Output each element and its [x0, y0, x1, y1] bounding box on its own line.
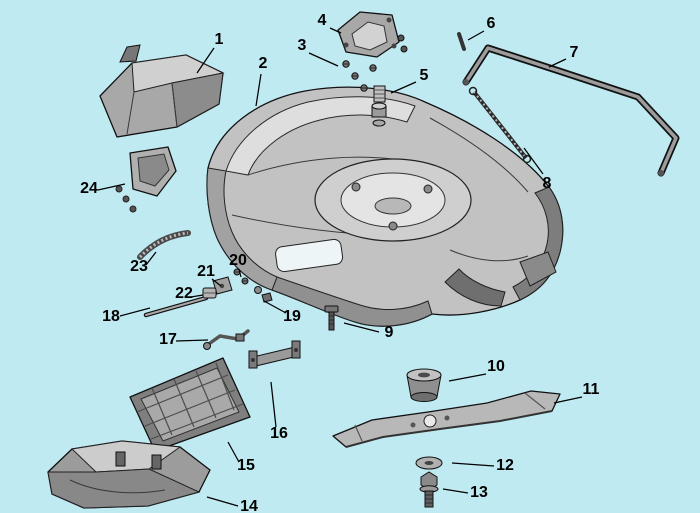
callout-label-7: 7	[570, 44, 579, 61]
leader-line-6	[467, 30, 485, 41]
part-12-washer	[415, 456, 443, 470]
part-24-side-bracket	[115, 146, 177, 213]
leader-line-23	[145, 251, 157, 266]
part-1-discharge-cover	[99, 44, 225, 138]
part-7-handle-rod	[462, 44, 680, 177]
deck-vent-opening	[275, 238, 344, 273]
callout-label-15: 15	[237, 457, 255, 474]
callout-label-4: 4	[318, 12, 327, 29]
part-2-deck-housing	[206, 86, 564, 327]
callout-label-23: 23	[130, 258, 148, 275]
callout-label-14: 14	[240, 498, 258, 513]
callout-label-13: 13	[470, 484, 488, 501]
callout-labels: 1 2 3 4 5 6 7 8 9 10 11 12 13 14 15 16 1…	[80, 12, 599, 513]
callout-label-19: 19	[283, 308, 301, 325]
leader-line-10	[448, 373, 487, 382]
leader-line-14	[206, 496, 239, 507]
leader-line-22	[190, 294, 204, 298]
callout-label-12: 12	[496, 457, 514, 474]
part-20-screws	[233, 268, 249, 285]
callout-label-18: 18	[102, 308, 120, 325]
part-16-bracket-bar	[248, 340, 301, 369]
leader-lines	[97, 27, 583, 507]
callout-label-16: 16	[270, 425, 288, 442]
part-9-bolt	[324, 305, 339, 331]
leader-line-4	[329, 27, 342, 34]
leader-line-1	[196, 47, 215, 74]
leader-line-2	[255, 73, 262, 107]
leader-line-20	[238, 268, 242, 278]
callout-label-9: 9	[385, 324, 394, 341]
leader-line-24	[97, 183, 126, 191]
leader-line-12	[451, 462, 495, 467]
part-22-spacer-block	[202, 287, 217, 299]
leader-line-9	[343, 322, 380, 333]
leader-line-17	[175, 339, 209, 342]
callout-label-3: 3	[298, 37, 307, 54]
part-19-clip	[254, 286, 273, 303]
part-23-toothed-rack	[137, 230, 191, 260]
callout-label-21: 21	[197, 263, 215, 280]
part-17-lever	[203, 329, 250, 350]
callout-label-22: 22	[175, 285, 193, 302]
callout-label-24: 24	[80, 180, 98, 197]
callout-label-5: 5	[420, 67, 429, 84]
callout-label-2: 2	[259, 55, 268, 72]
part-3-screws	[342, 60, 377, 92]
part-15-baffle-plate	[129, 357, 251, 452]
leader-line-19	[263, 300, 287, 314]
leader-line-3	[308, 52, 339, 67]
callout-label-10: 10	[487, 358, 505, 375]
part-8-spring	[468, 86, 532, 164]
part-18-rod	[143, 295, 209, 318]
part-6-pin	[457, 32, 466, 51]
part-13-blade-bolt	[419, 471, 439, 508]
leader-line-11	[553, 396, 583, 404]
callout-label-17: 17	[159, 331, 177, 348]
leader-line-18	[119, 307, 151, 317]
callout-label-20: 20	[229, 252, 247, 269]
callout-label-1: 1	[215, 31, 224, 48]
part-5-spring-bushing	[371, 85, 387, 127]
part-10-blade-adapter	[406, 368, 442, 402]
callout-label-6: 6	[487, 15, 496, 32]
part-14-lower-cover	[47, 440, 211, 509]
callout-label-11: 11	[583, 381, 600, 398]
leader-line-16	[270, 381, 277, 428]
leader-line-15	[227, 441, 240, 463]
leader-line-5	[390, 81, 417, 94]
leader-line-8	[523, 147, 544, 175]
callout-label-8: 8	[543, 175, 552, 192]
leader-line-13	[442, 488, 469, 494]
part-4-top-bracket	[337, 11, 408, 58]
leader-line-21	[211, 278, 222, 287]
leader-line-7	[548, 58, 567, 68]
